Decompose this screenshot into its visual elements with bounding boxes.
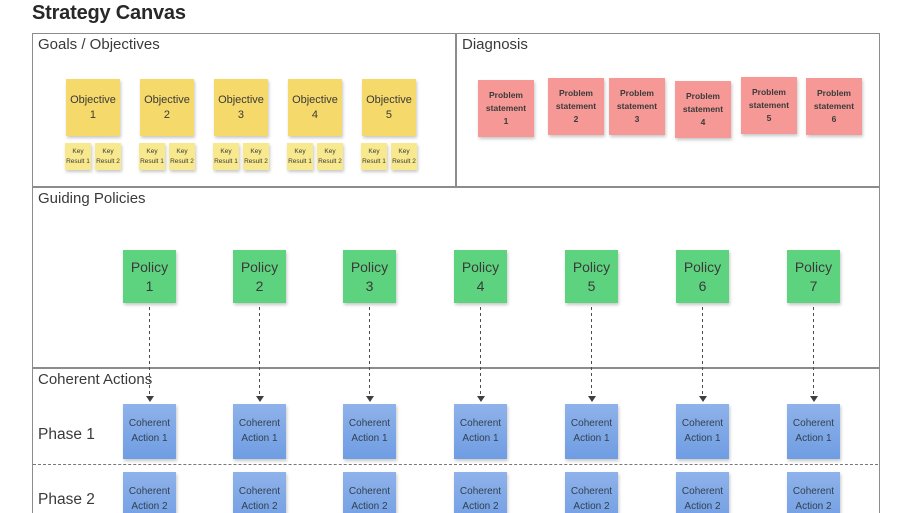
objective-5-note[interactable]: Objective 5 xyxy=(362,79,416,136)
objective-2-key-result-2-note[interactable]: Key Result 2 xyxy=(169,143,195,170)
phase-1-action-6-note[interactable]: Coherent Action 1 xyxy=(676,404,729,459)
problem-statement-1-note[interactable]: Problem statement 1 xyxy=(478,80,534,137)
objective-5-key-result-1-note[interactable]: Key Result 1 xyxy=(361,143,387,170)
policy-7-note[interactable]: Policy 7 xyxy=(787,250,840,303)
problem-statement-3-note[interactable]: Problem statement 3 xyxy=(609,78,665,135)
objective-4-note[interactable]: Objective 4 xyxy=(288,79,342,136)
phase-1-action-2-note[interactable]: Coherent Action 1 xyxy=(233,404,286,459)
goals-section-title: Goals / Objectives xyxy=(38,36,160,53)
phase-2-action-2-note[interactable]: Coherent Action 2 xyxy=(233,472,286,513)
page-title: Strategy Canvas xyxy=(32,2,186,24)
objective-4-key-result-1-note[interactable]: Key Result 1 xyxy=(287,143,313,170)
phase-1-action-7-note[interactable]: Coherent Action 1 xyxy=(787,404,840,459)
policy-7-arrow xyxy=(810,307,818,402)
policy-2-note[interactable]: Policy 2 xyxy=(233,250,286,303)
policy-2-arrow xyxy=(256,307,264,402)
policy-1-note[interactable]: Policy 1 xyxy=(123,250,176,303)
objective-1-key-result-2-note[interactable]: Key Result 2 xyxy=(95,143,121,170)
objective-4-key-result-2-note[interactable]: Key Result 2 xyxy=(317,143,343,170)
phase-2-action-7-note[interactable]: Coherent Action 2 xyxy=(787,472,840,513)
policy-5-note[interactable]: Policy 5 xyxy=(565,250,618,303)
objective-3-key-result-1-note[interactable]: Key Result 1 xyxy=(213,143,239,170)
phase-1-action-4-note[interactable]: Coherent Action 1 xyxy=(454,404,507,459)
guiding-policies-section-title: Guiding Policies xyxy=(38,190,146,207)
phase-1-action-1-note[interactable]: Coherent Action 1 xyxy=(123,404,176,459)
problem-statement-2-note[interactable]: Problem statement 2 xyxy=(548,78,604,135)
objective-2-note[interactable]: Objective 2 xyxy=(140,79,194,136)
phase-2-action-3-note[interactable]: Coherent Action 2 xyxy=(343,472,396,513)
policy-6-arrow xyxy=(699,307,707,402)
objective-3-note[interactable]: Objective 3 xyxy=(214,79,268,136)
diagnosis-section-title: Diagnosis xyxy=(462,36,528,53)
objective-1-key-result-1-note[interactable]: Key Result 1 xyxy=(65,143,91,170)
phase-2-action-4-note[interactable]: Coherent Action 2 xyxy=(454,472,507,513)
objective-5-key-result-2-note[interactable]: Key Result 2 xyxy=(391,143,417,170)
policy-5-arrow xyxy=(588,307,596,402)
phase-1-action-3-note[interactable]: Coherent Action 1 xyxy=(343,404,396,459)
phase-2-action-6-note[interactable]: Coherent Action 2 xyxy=(676,472,729,513)
phase-1-label: Phase 1 xyxy=(38,426,95,443)
phase-2-label: Phase 2 xyxy=(38,491,95,508)
problem-statement-4-note[interactable]: Problem statement 4 xyxy=(675,81,731,138)
policy-3-note[interactable]: Policy 3 xyxy=(343,250,396,303)
problem-statement-5-note[interactable]: Problem statement 5 xyxy=(741,77,797,134)
problem-statement-6-note[interactable]: Problem statement 6 xyxy=(806,78,862,135)
policy-3-arrow xyxy=(366,307,374,402)
objective-2-key-result-1-note[interactable]: Key Result 1 xyxy=(139,143,165,170)
objective-3-key-result-2-note[interactable]: Key Result 2 xyxy=(243,143,269,170)
coherent-actions-section-title: Coherent Actions xyxy=(38,371,153,388)
objective-1-note[interactable]: Objective 1 xyxy=(66,79,120,136)
phase-divider xyxy=(33,464,878,465)
policy-6-note[interactable]: Policy 6 xyxy=(676,250,729,303)
policy-1-arrow xyxy=(146,307,154,402)
policy-4-note[interactable]: Policy 4 xyxy=(454,250,507,303)
phase-2-action-5-note[interactable]: Coherent Action 2 xyxy=(565,472,618,513)
phase-2-action-1-note[interactable]: Coherent Action 2 xyxy=(123,472,176,513)
policy-4-arrow xyxy=(477,307,485,402)
phase-1-action-5-note[interactable]: Coherent Action 1 xyxy=(565,404,618,459)
